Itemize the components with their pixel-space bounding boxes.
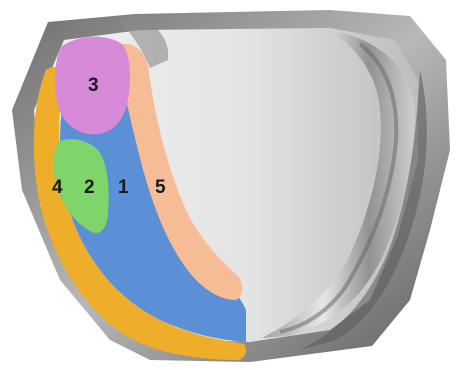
region-5-label: 5 (155, 177, 166, 198)
region-2-label: 2 (84, 177, 95, 198)
region-4-label: 4 (52, 177, 63, 198)
region-3-label: 3 (88, 75, 99, 96)
region-1-label: 1 (118, 177, 129, 198)
